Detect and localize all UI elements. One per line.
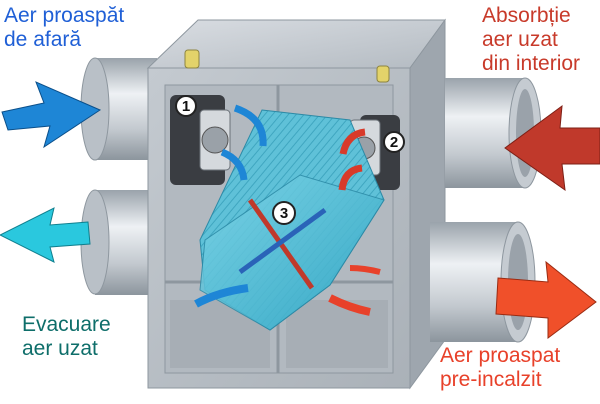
- duct-exhaust-outlet: [80, 189, 157, 295]
- arrow-exhaust-air-out: [0, 207, 91, 263]
- arrow-fresh-air-in: [1, 81, 102, 149]
- marker-1-label: 1: [182, 98, 190, 115]
- arrow-fresh-air-out: [495, 260, 597, 339]
- latch-right: [376, 65, 390, 83]
- label-fresh-air-in: Aer proaspăt de afară: [4, 4, 125, 51]
- label-fresh-air-out: Aer proaspat pre-incalzit: [440, 344, 561, 391]
- label-exhaust-air-out: Evacuare aer uzat: [22, 313, 111, 360]
- internal-arrows: [194, 104, 381, 316]
- fan-supply: [170, 95, 231, 185]
- label-exhaust-air-in: Absorbție aer uzat din interior: [482, 4, 581, 75]
- marker-1: 1: [175, 95, 197, 117]
- marker-2-label: 2: [390, 134, 398, 151]
- arrow-exhaust-air-in: [504, 104, 600, 192]
- marker-3-label: 3: [280, 205, 288, 222]
- marker-3: 3: [272, 201, 296, 225]
- latch-left: [184, 49, 200, 69]
- flow-line-cool: [238, 207, 327, 275]
- marker-2: 2: [383, 131, 405, 153]
